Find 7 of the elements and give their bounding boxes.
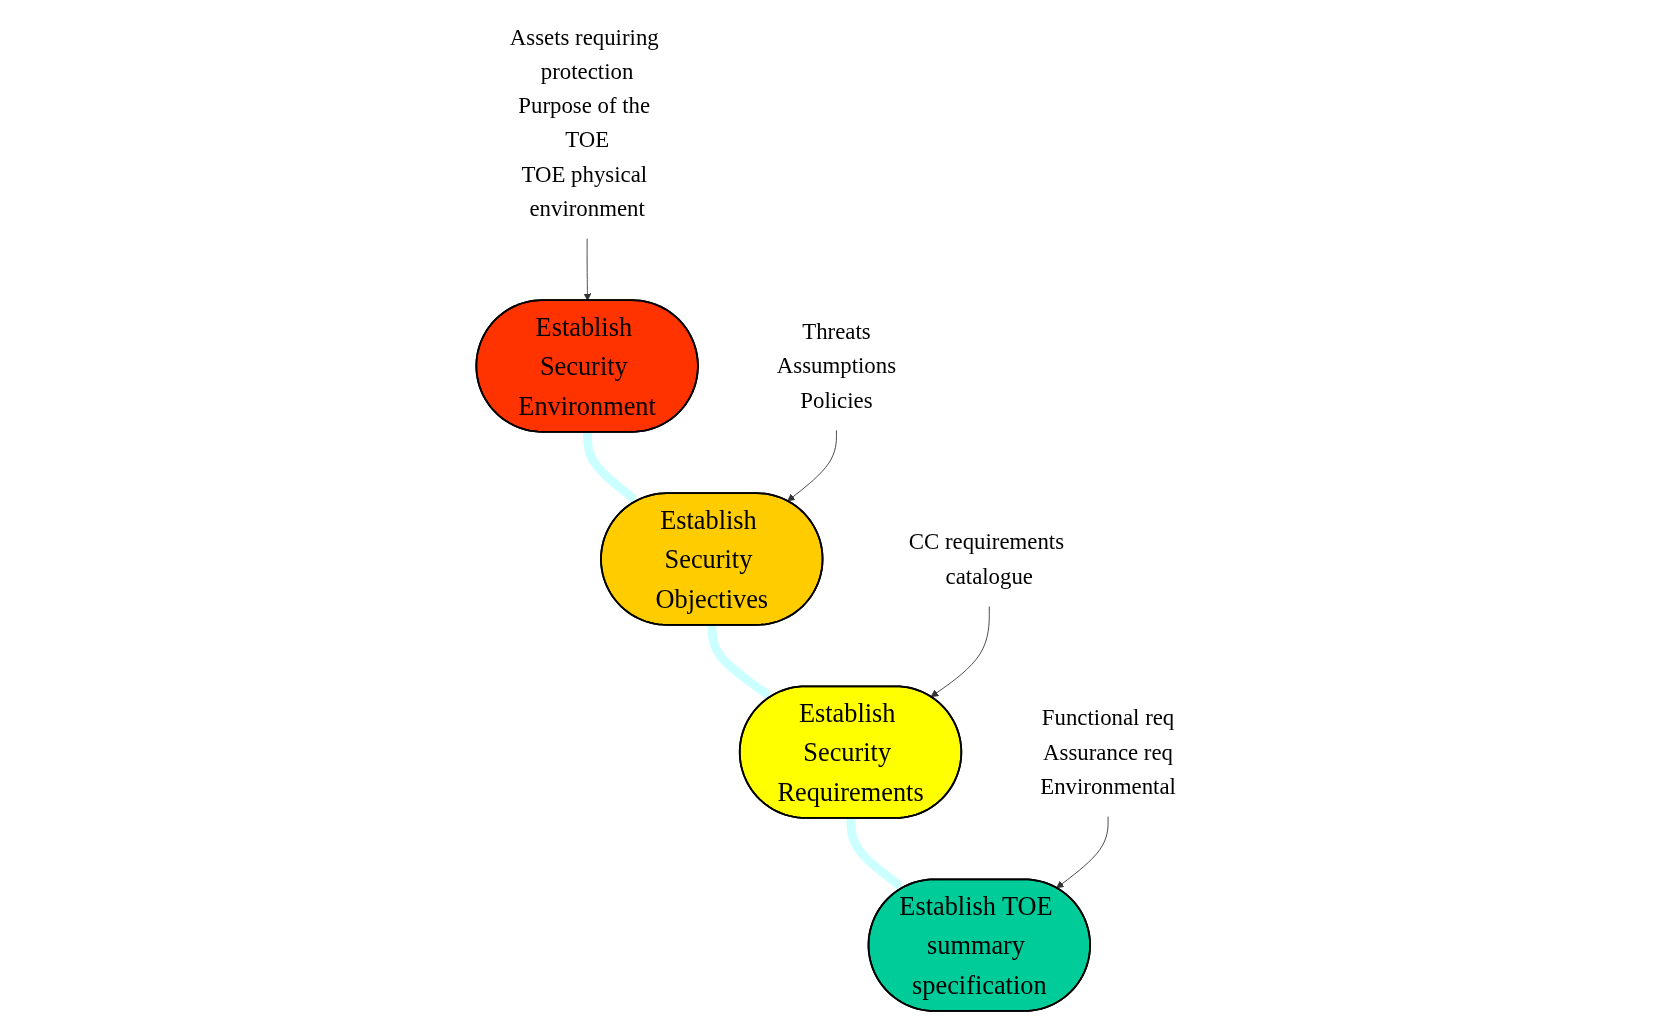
arrow [846,818,904,890]
arrow [582,432,638,503]
node-text: Functional req Assurance req Environmental [1040,705,1176,800]
arrow [707,625,772,699]
node-text: Assets requiring protection Purpose of the TOE TOE physical environment [509,24,659,222]
node-text: CC requirements catalogue [908,529,1064,589]
node-text: Threats Assumptions Policies [776,319,896,413]
